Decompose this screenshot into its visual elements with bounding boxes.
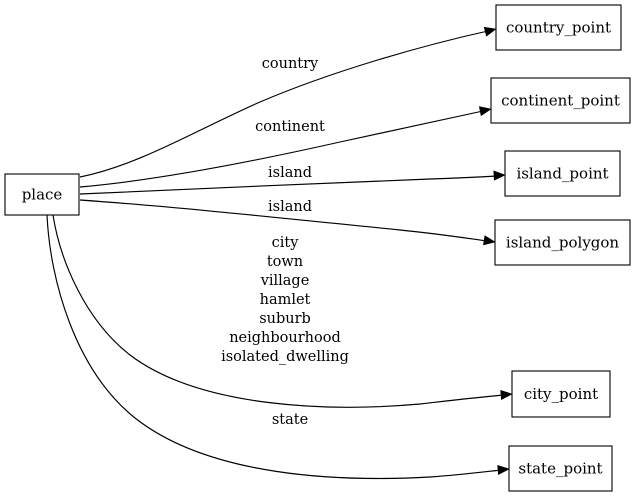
edge-place-city_point[interactable]	[52, 214, 513, 408]
edge-place-country_point-arrowhead-icon	[483, 26, 497, 37]
edge-place-state_point-path[interactable]	[46, 214, 502, 480]
node-country_point[interactable]: country_point	[495, 4, 622, 51]
node-island_polygon[interactable]: island_polygon	[494, 219, 631, 266]
node-box-continent_point[interactable]	[490, 77, 631, 124]
node-continent_point[interactable]: continent_point	[490, 77, 631, 124]
edge-place-island_point-label: island	[268, 165, 312, 181]
edge-place-continent_point-arrowhead-icon	[478, 106, 492, 117]
edge-place-state_point-arrowhead-icon	[497, 464, 510, 476]
node-label-country_point: country_point	[506, 19, 611, 37]
edge-place-island_polygon-label: island	[268, 199, 312, 215]
node-box-city_point[interactable]	[511, 370, 611, 418]
edge-place-state_point-label: state	[272, 412, 308, 428]
edge-place-island_polygon-arrowhead-icon	[483, 235, 496, 246]
node-label-island_polygon: island_polygon	[506, 234, 620, 252]
edge-place-island_point-path[interactable]	[79, 175, 498, 195]
edge-place-country_point[interactable]	[79, 25, 497, 178]
node-label-city_point: city_point	[524, 385, 598, 403]
nodes-layer: place country_point continent_point island_…	[4, 4, 631, 492]
edge-place-city_point-path[interactable]	[52, 214, 505, 408]
node-box-country_point[interactable]	[495, 4, 622, 51]
edge-place-city_point-arrowhead-icon	[500, 389, 513, 401]
node-label-place: place	[22, 186, 63, 204]
node-label-island_point: island_point	[516, 165, 608, 183]
node-box-island_polygon[interactable]	[494, 219, 631, 266]
edge-place-continent_point-label: continent	[255, 119, 325, 135]
edge-place-island_point[interactable]	[79, 170, 506, 195]
node-label-continent_point: continent_point	[501, 92, 620, 110]
edge-place-continent_point-path[interactable]	[79, 110, 484, 188]
edge-place-continent_point[interactable]	[79, 104, 492, 188]
node-city_point[interactable]: city_point	[511, 370, 611, 418]
edge-place-country_point-label: country	[262, 56, 319, 72]
node-box-place[interactable]	[4, 173, 80, 216]
node-place[interactable]: place	[4, 173, 80, 216]
node-label-state_point: state_point	[518, 460, 602, 478]
node-box-island_point[interactable]	[504, 150, 621, 197]
edge-place-state_point[interactable]	[46, 214, 510, 480]
edge-place-island_polygon-path[interactable]	[79, 199, 488, 242]
edges-layer	[46, 25, 513, 480]
node-island_point[interactable]: island_point	[504, 150, 621, 197]
node-state_point[interactable]: state_point	[508, 445, 613, 492]
edge-place-island_polygon[interactable]	[79, 199, 496, 247]
edge-place-country_point-path[interactable]	[79, 30, 489, 178]
edge-place-island_point-arrowhead-icon	[493, 170, 506, 181]
node-box-state_point[interactable]	[508, 445, 613, 492]
